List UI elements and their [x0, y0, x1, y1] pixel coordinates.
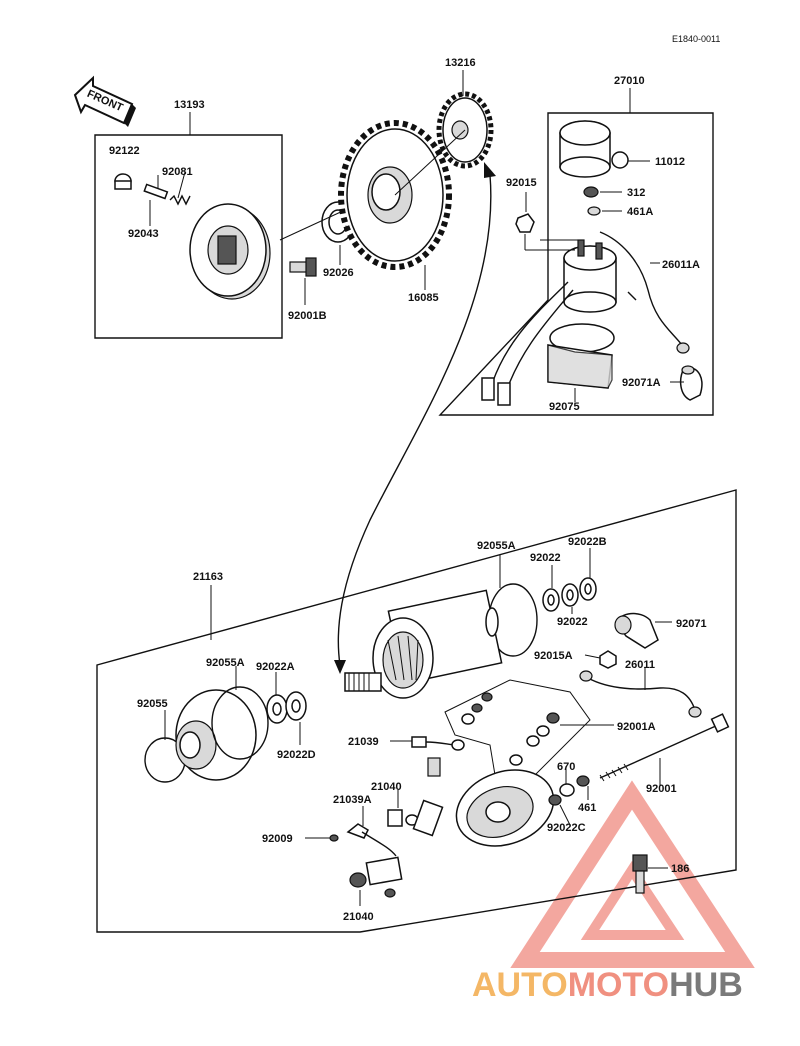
label-92055a-left: 92055A — [206, 657, 245, 669]
label-92001: 92001 — [646, 783, 677, 795]
watermark-moto: MOTO — [568, 966, 669, 1004]
label-92022c: 92022C — [547, 822, 586, 834]
watermark-text: AUTOMOTOHUB — [472, 966, 743, 1004]
gear-13216 — [436, 70, 494, 169]
part-labels: 13216 27010 13193 92122 92081 92043 9202… — [109, 57, 707, 923]
relay-holder-92075 — [547, 323, 615, 389]
label-92001a: 92001A — [617, 721, 656, 733]
label-21039: 21039 — [348, 736, 379, 748]
end-cover-left — [144, 686, 307, 783]
svg-text:AUTOMOTOHUB: AUTOMOTOHUB — [472, 966, 743, 1004]
label-92122: 92122 — [109, 145, 140, 157]
label-27010: 27010 — [614, 75, 645, 87]
label-92055a-top: 92055A — [477, 540, 516, 552]
starter-motor-group — [96, 489, 737, 933]
label-92022b: 92022B — [568, 536, 607, 548]
label-92081: 92081 — [162, 166, 193, 178]
label-92022-a: 92022 — [530, 552, 561, 564]
label-461: 461 — [578, 802, 596, 814]
label-21040-top: 21040 — [371, 781, 402, 793]
starter-relay-group — [438, 88, 714, 416]
label-92022-b: 92022 — [557, 616, 588, 628]
terminal-parts — [346, 799, 444, 898]
watermark-logo — [510, 780, 755, 968]
label-92071: 92071 — [676, 618, 707, 630]
bolt-186 — [632, 854, 648, 894]
label-92022a: 92022A — [256, 661, 295, 673]
label-92043: 92043 — [128, 228, 159, 240]
rear-housing — [455, 769, 555, 847]
spring-92081 — [169, 194, 191, 206]
label-670: 670 — [557, 761, 575, 773]
starter-armature — [344, 589, 503, 699]
watermark-auto: AUTO — [472, 966, 568, 1004]
boot-92071 — [614, 612, 659, 649]
watermark-hub: HUB — [669, 966, 743, 1004]
brush-plate-fasteners — [461, 692, 560, 766]
label-21163: 21163 — [193, 571, 223, 583]
label-26011: 26011 — [625, 659, 655, 671]
label-461a: 461A — [627, 206, 653, 218]
gear-16085 — [338, 120, 452, 290]
label-21039a: 21039A — [333, 794, 372, 806]
label-26011a: 26011A — [662, 259, 700, 271]
pin-92043 — [143, 183, 169, 200]
starter-clutch-group — [94, 112, 317, 339]
label-312: 312 — [627, 187, 645, 199]
label-186: 186 — [671, 863, 689, 875]
boot-92071a — [679, 365, 703, 401]
label-92022d: 92022D — [277, 749, 316, 761]
label-92001b: 92001B — [288, 310, 327, 322]
roller-92122 — [114, 173, 132, 190]
front-arrow-icon: FRONT — [73, 75, 136, 127]
diagram-code: E1840-0011 — [672, 34, 720, 44]
label-92071a: 92071A — [622, 377, 661, 389]
label-11012: 11012 — [655, 156, 685, 168]
label-16085: 16085 — [408, 292, 439, 304]
brush-holder-21039 — [411, 736, 465, 777]
label-92015a: 92015A — [534, 650, 573, 662]
label-92026: 92026 — [323, 267, 354, 279]
label-92075: 92075 — [549, 401, 580, 413]
label-13193: 13193 — [174, 99, 205, 111]
label-21040-bottom: 21040 — [343, 911, 374, 923]
relay-body — [563, 239, 617, 313]
label-92009: 92009 — [262, 833, 293, 845]
through-bolt-92001 — [599, 713, 730, 782]
label-13216: 13216 — [445, 57, 476, 69]
label-92055: 92055 — [137, 698, 168, 710]
label-92015: 92015 — [506, 177, 537, 189]
relay-cap-11012 — [559, 120, 629, 178]
bolt-92001b — [289, 257, 317, 277]
